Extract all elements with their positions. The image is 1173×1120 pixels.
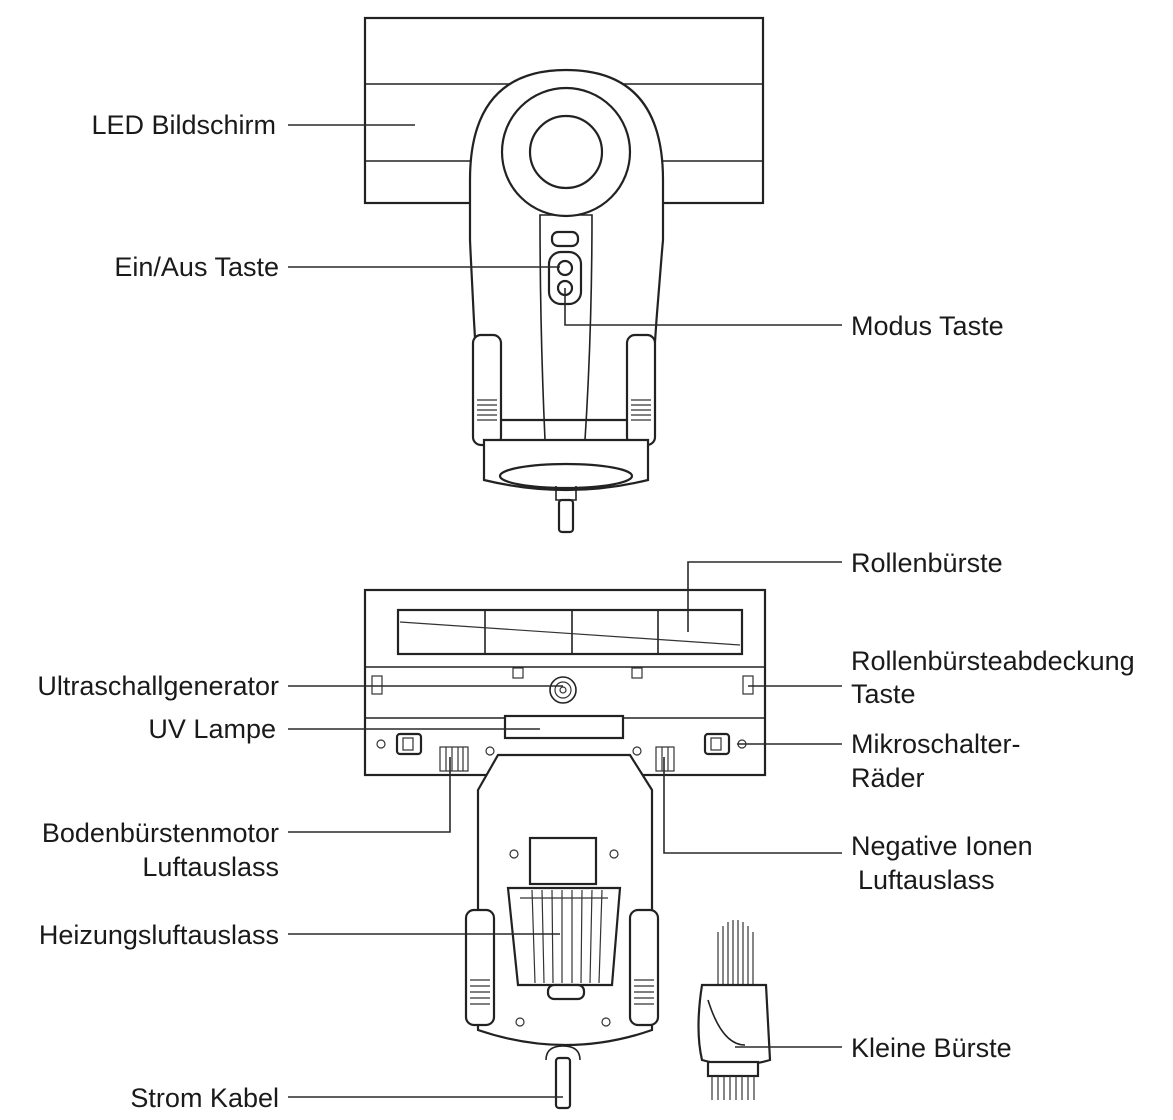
label-heating-outlet: Heizungsluftauslass	[39, 920, 279, 950]
label-mode-button: Modus Taste	[851, 311, 1004, 341]
top-view-device	[363, 16, 765, 534]
label-ion-outlet-1: Negative Ionen	[851, 831, 1033, 861]
label-roller-cover-1: Rollenbürsteabdeckung	[851, 646, 1135, 676]
label-motor-outlet-2: Luftauslass	[142, 852, 279, 882]
leader-ion-outlet	[663, 757, 842, 854]
label-motor-outlet-1: Bodenbürstenmotor	[42, 818, 279, 848]
callout-labels: LED Bildschirm Ein/Aus Taste Modus Taste…	[37, 110, 1134, 1113]
label-roller-cover-2: Taste	[851, 679, 916, 709]
label-uv-lamp: UV Lampe	[148, 714, 276, 744]
label-power-cable: Strom Kabel	[130, 1083, 279, 1113]
label-power-button: Ein/Aus Taste	[114, 252, 279, 282]
leader-roller-brush	[687, 561, 842, 632]
label-roller-brush: Rollenbürste	[851, 548, 1003, 578]
leader-lines	[288, 124, 842, 1098]
leader-mode-button	[564, 288, 842, 326]
label-led-screen: LED Bildschirm	[91, 110, 276, 140]
label-microswitch-2: Räder	[851, 763, 925, 793]
label-ultrasonic: Ultraschallgenerator	[37, 671, 279, 701]
bottom-view-device	[363, 588, 767, 1110]
label-small-brush: Kleine Bürste	[851, 1033, 1012, 1063]
label-ion-outlet-2: Luftauslass	[858, 865, 995, 895]
label-microswitch-1: Mikroschalter-	[851, 729, 1021, 759]
leader-motor-outlet	[288, 757, 451, 833]
small-brush-tool	[697, 920, 772, 1100]
